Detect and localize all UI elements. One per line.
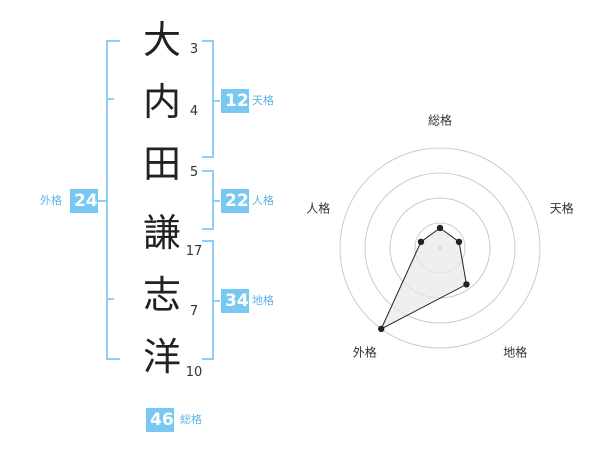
char-4: 謙 bbox=[142, 211, 181, 255]
radar-axis-label-2: 天格 bbox=[549, 201, 574, 216]
stroke-count-1: 3 bbox=[189, 42, 199, 57]
radar-ring-4 bbox=[339, 147, 541, 349]
gaikaku-label: 外格 bbox=[40, 194, 62, 207]
radar-polygon bbox=[380, 227, 468, 331]
radar-axis-label-1: 総格 bbox=[427, 113, 453, 128]
radar-ring-3 bbox=[364, 172, 516, 324]
stroke-count-3: 5 bbox=[189, 165, 199, 180]
radar-point-5 bbox=[417, 238, 425, 246]
char-3: 田 bbox=[142, 142, 181, 186]
stroke-count-5: 7 bbox=[189, 304, 199, 319]
tenkaku-label: 天格 bbox=[252, 94, 274, 107]
radar-point-4 bbox=[378, 325, 385, 333]
jinkaku-label: 人格 bbox=[252, 194, 274, 207]
tenkaku-value: 12 bbox=[221, 89, 249, 113]
char-6: 洋 bbox=[142, 335, 181, 379]
radar-point-2 bbox=[455, 238, 463, 246]
soukaku-value: 46 bbox=[146, 408, 174, 432]
radar-point-3 bbox=[463, 281, 470, 288]
stroke-count-6: 10 bbox=[185, 365, 203, 380]
radar-axis-label-3: 地格 bbox=[503, 345, 528, 360]
chikaku-value: 34 bbox=[221, 289, 249, 313]
char-5: 志 bbox=[142, 273, 181, 317]
gaikaku-value: 24 bbox=[70, 189, 98, 213]
stroke-count-2: 4 bbox=[189, 104, 199, 119]
stroke-count-4: 17 bbox=[185, 244, 203, 259]
radar-axis-label-4: 外格 bbox=[352, 345, 377, 360]
jinkaku-value: 22 bbox=[221, 189, 249, 213]
radar-axis-label-5: 人格 bbox=[306, 201, 331, 216]
soukaku-label: 総格 bbox=[180, 413, 202, 426]
char-2: 内 bbox=[142, 80, 181, 124]
chikaku-label: 地格 bbox=[252, 294, 274, 307]
char-1: 大 bbox=[142, 18, 181, 62]
radar-point-1 bbox=[436, 224, 444, 232]
